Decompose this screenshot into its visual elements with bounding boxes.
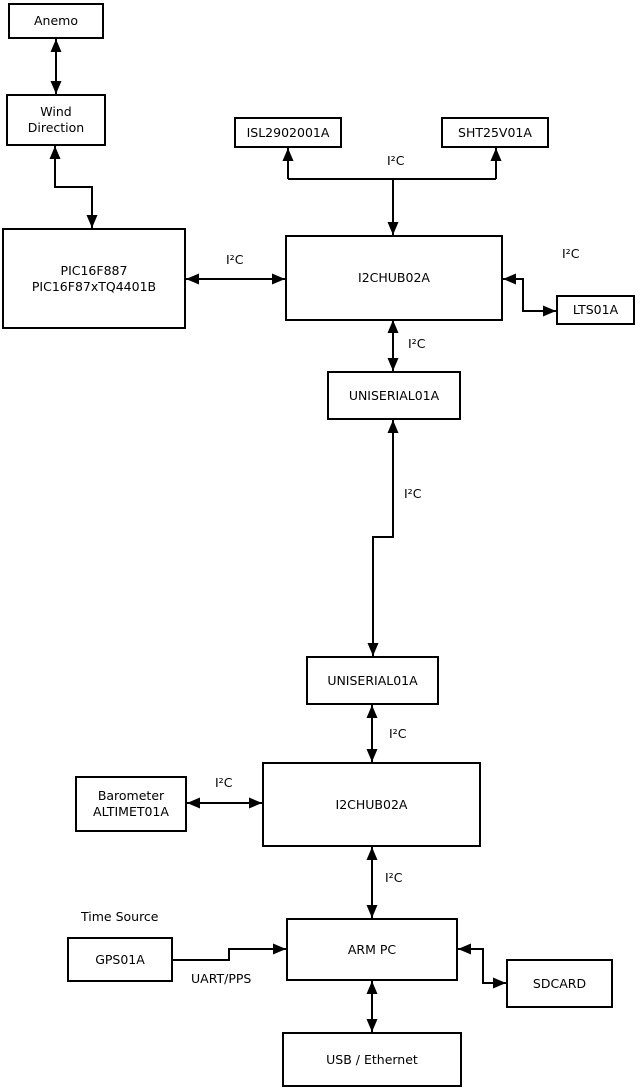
node-sdcard: SDCARD [506,959,613,1008]
node-i2chub02a-1-label: I2CHUB02A [358,270,430,285]
node-barometer: Barometer ALTIMET01A [75,776,187,832]
node-uniserial01a-2-label: UNISERIAL01A [327,672,418,688]
node-arm-pc: ARM PC [286,918,458,981]
node-barometer-label: Barometer ALTIMET01A [93,788,169,819]
edge-label-i2c-hub1-lts: I²C [562,246,580,261]
edge-armpc-sdcard [458,943,506,989]
edge-label-i2c-hub1-uniserial1: I²C [408,336,426,351]
node-gps01a: GPS01A [67,937,173,982]
node-usb-ethernet-label: USB / Ethernet [326,1051,418,1067]
node-isl2902001a: ISL2902001A [234,117,342,148]
node-arm-pc-label: ARM PC [347,941,397,957]
node-usb-ethernet: USB / Ethernet [282,1032,462,1087]
edge-label-i2c-long-link: I²C [404,486,422,501]
node-i2chub02a-1: I2CHUB02A [285,235,503,321]
edge-hub1-lts [503,273,556,317]
node-sht25v01a: SHT25V01A [441,117,549,148]
node-wind-direction-label: Wind Direction [27,104,85,135]
edge-label-i2c-barometer-hub2: I²C [215,775,233,790]
edge-label-i2c-bus-top: I²C [387,153,405,168]
node-uniserial01a-1: UNISERIAL01A [327,371,461,420]
node-isl2902001a-label: ISL2902001A [246,124,330,140]
edge-uniserial1-uniserial2 [367,420,399,656]
edge-label-i2c-uniserial2-hub2: I²C [389,726,407,741]
node-anemo: Anemo [8,3,104,39]
node-i2chub02a-2-label: I2CHUB02A [335,796,408,812]
node-anemo-label: Anemo [34,13,78,28]
edge-gps-armpc [173,943,286,961]
node-uniserial01a-1-label: UNISERIAL01A [348,387,440,403]
node-pic: PIC16F887 PIC16F87xTQ4401B [2,228,186,329]
node-i2chub02a-2: I2CHUB02A [262,762,481,847]
node-wind-direction: Wind Direction [6,94,106,146]
edge-label-uart-pps: UART/PPS [191,971,252,986]
node-lts01a: LTS01A [556,295,635,325]
node-lts01a-label: LTS01A [572,302,619,317]
node-sdcard-label: SDCARD [532,975,587,991]
node-sht25v01a-label: SHT25V01A [458,124,532,140]
label-time-source: Time Source [81,909,159,924]
node-gps01a-label: GPS01A [95,951,145,967]
edge-label-i2c-hub2-armpc: I²C [385,870,403,885]
node-uniserial01a-2: UNISERIAL01A [306,656,439,705]
edge-label-i2c-pic-hub1: I²C [226,252,244,267]
edge-wind-direction-pic [49,146,98,228]
node-pic-label: PIC16F887 PIC16F87xTQ4401B [31,262,157,294]
